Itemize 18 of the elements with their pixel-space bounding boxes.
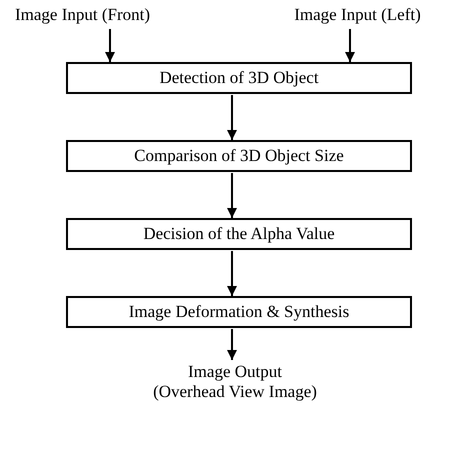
flow-text: Image Input (Front) <box>14 5 150 25</box>
box-label: Image Deformation & Synthesis <box>128 302 350 322</box>
flow-text: Image Input (Left) <box>294 5 421 25</box>
arrow <box>227 173 237 218</box>
arrow <box>345 29 355 62</box>
arrow <box>227 251 237 296</box>
arrow <box>227 95 237 140</box>
box-label: Decision of the Alpha Value <box>143 224 335 244</box>
process-box <box>66 62 412 94</box>
flow-text: (Overhead View Image) <box>153 382 317 402</box>
box-label: Detection of 3D Object <box>159 68 319 88</box>
process-box <box>66 218 412 250</box>
box-label: Comparison of 3D Object Size <box>134 146 344 166</box>
arrow <box>227 329 237 360</box>
arrow <box>105 29 115 62</box>
process-box <box>66 296 412 328</box>
process-box <box>66 140 412 172</box>
flow-text: Image Output <box>188 362 282 382</box>
